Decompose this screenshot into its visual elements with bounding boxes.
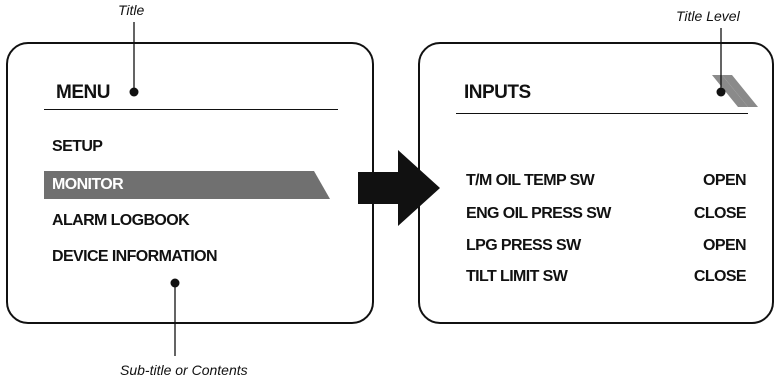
callout-title-label: Title: [118, 2, 145, 18]
callout-subtitle-label: Sub-title or Contents: [120, 362, 248, 378]
input-name: LPG PRESS SW: [466, 237, 581, 254]
input-name: TILT LIMIT SW: [466, 268, 568, 285]
input-row-tilt-limit[interactable]: TILT LIMIT SW CLOSE: [462, 262, 754, 291]
menu-item-monitor[interactable]: MONITOR: [52, 176, 124, 193]
title-level-leader-dot: [716, 87, 726, 97]
input-row-seat-switch[interactable]: SEAT SWITCH CLOSE: [462, 135, 754, 164]
menu-item-device-information[interactable]: DEVICE INFORMATION: [52, 248, 218, 265]
inputs-title-divider: [456, 113, 748, 114]
callout-title-level-label: Title Level: [676, 8, 740, 24]
right-arrow-icon: [358, 150, 440, 226]
input-row-tm-oil-temp[interactable]: T/M OIL TEMP SW OPEN: [462, 166, 754, 195]
menu-item-setup[interactable]: SETUP: [52, 138, 103, 155]
menu-title-divider: [44, 109, 338, 110]
input-name: ENG OIL PRESS SW: [466, 205, 611, 222]
inputs-screen-panel: [418, 42, 774, 324]
title-leader-dot: [129, 87, 139, 97]
input-value: OPEN: [703, 172, 747, 189]
input-name: T/M OIL TEMP SW: [466, 172, 595, 189]
input-row-eng-oil-press[interactable]: ENG OIL PRESS SW CLOSE: [462, 199, 754, 228]
menu-screen-title: MENU: [56, 82, 110, 103]
input-value: CLOSE: [693, 141, 747, 158]
input-name: SEAT SWITCH: [466, 141, 569, 158]
input-value: CLOSE: [693, 205, 747, 222]
menu-selected-highlight: [44, 171, 330, 199]
input-row-lpg-press[interactable]: LPG PRESS SW OPEN: [462, 231, 754, 260]
input-value: CLOSE: [693, 268, 747, 285]
inputs-screen-title: INPUTS: [464, 82, 531, 103]
menu-item-alarm-logbook[interactable]: ALARM LOGBOOK: [52, 212, 190, 229]
input-value: OPEN: [703, 237, 747, 254]
subtitle-leader-dot: [170, 278, 180, 288]
